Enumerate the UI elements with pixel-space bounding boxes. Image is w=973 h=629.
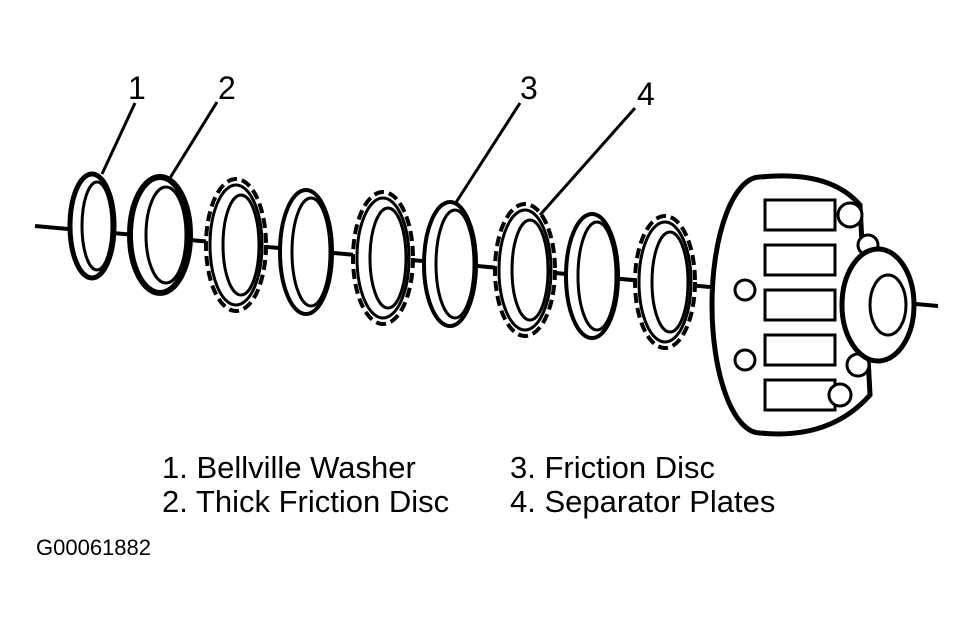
callout-4: 4 bbox=[637, 76, 655, 112]
callout-3: 3 bbox=[520, 70, 538, 106]
legend-item-1: 1. Bellville Washer bbox=[162, 450, 416, 485]
leader-line-2 bbox=[168, 101, 219, 179]
leader-line-1 bbox=[100, 102, 137, 175]
legend-item-4: 4. Separator Plates bbox=[510, 484, 776, 519]
separator-plate bbox=[493, 202, 557, 338]
legend-item-2: 2. Thick Friction Disc bbox=[162, 484, 450, 519]
leader-line-4 bbox=[538, 107, 637, 216]
bellville-washer bbox=[67, 171, 117, 281]
separator-plate bbox=[204, 177, 268, 313]
friction-disc bbox=[278, 188, 334, 316]
thick-friction-disc bbox=[127, 174, 193, 296]
callout-1: 1 bbox=[128, 70, 146, 106]
separator-plate bbox=[351, 190, 415, 326]
friction-disc bbox=[422, 200, 478, 328]
callout-2: 2 bbox=[218, 70, 236, 106]
legend-item-3: 3. Friction Disc bbox=[510, 450, 715, 485]
separator-plate bbox=[633, 214, 697, 350]
friction-disc bbox=[564, 212, 620, 340]
leader-line-3 bbox=[453, 102, 522, 205]
figure-id: G00061882 bbox=[36, 535, 151, 560]
clutch-hub bbox=[709, 173, 917, 437]
